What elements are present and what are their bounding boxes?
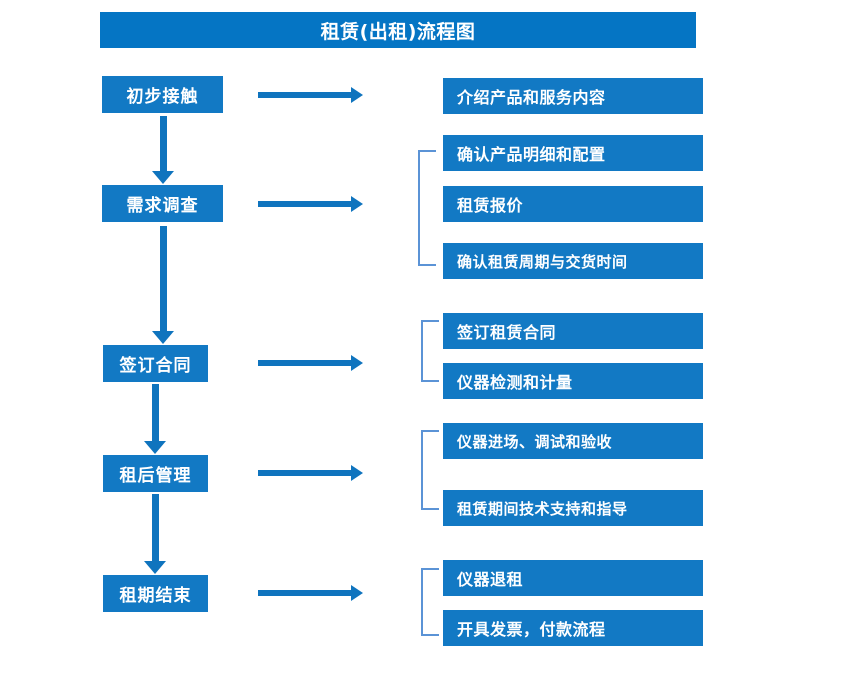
detail-box-8[interactable]: 租赁期间技术支持和指导 [443, 490, 703, 526]
vertical-arrow-2 [152, 226, 174, 344]
vertical-arrow-1 [152, 116, 174, 184]
horizontal-arrow-3 [258, 355, 363, 371]
detail-box-2[interactable]: 确认产品明细和配置 [443, 135, 703, 171]
stage-box-4[interactable]: 租后管理 [103, 455, 208, 492]
stage-box-2[interactable]: 需求调查 [102, 185, 223, 222]
detail-box-4[interactable]: 确认租赁周期与交货时间 [443, 243, 703, 279]
group-bracket-4 [421, 568, 439, 636]
horizontal-arrow-2 [258, 196, 363, 212]
detail-box-1[interactable]: 介绍产品和服务内容 [443, 78, 703, 114]
horizontal-arrow-4 [258, 465, 363, 481]
vertical-arrow-3 [144, 384, 166, 454]
detail-box-5[interactable]: 签订租赁合同 [443, 313, 703, 349]
group-bracket-3 [421, 430, 439, 510]
detail-box-7[interactable]: 仪器进场、调试和验收 [443, 423, 703, 459]
horizontal-arrow-1 [258, 87, 363, 103]
detail-box-10[interactable]: 开具发票，付款流程 [443, 610, 703, 646]
detail-box-9[interactable]: 仪器退租 [443, 560, 703, 596]
stage-box-5[interactable]: 租期结束 [103, 575, 208, 612]
page-title: 租赁(出租)流程图 [100, 12, 696, 48]
detail-box-3[interactable]: 租赁报价 [443, 186, 703, 222]
stage-box-1[interactable]: 初步接触 [102, 76, 223, 113]
horizontal-arrow-5 [258, 585, 363, 601]
group-bracket-1 [418, 150, 436, 266]
detail-box-6[interactable]: 仪器检测和计量 [443, 363, 703, 399]
vertical-arrow-4 [144, 494, 166, 574]
stage-box-3[interactable]: 签订合同 [103, 345, 208, 382]
group-bracket-2 [421, 320, 439, 382]
